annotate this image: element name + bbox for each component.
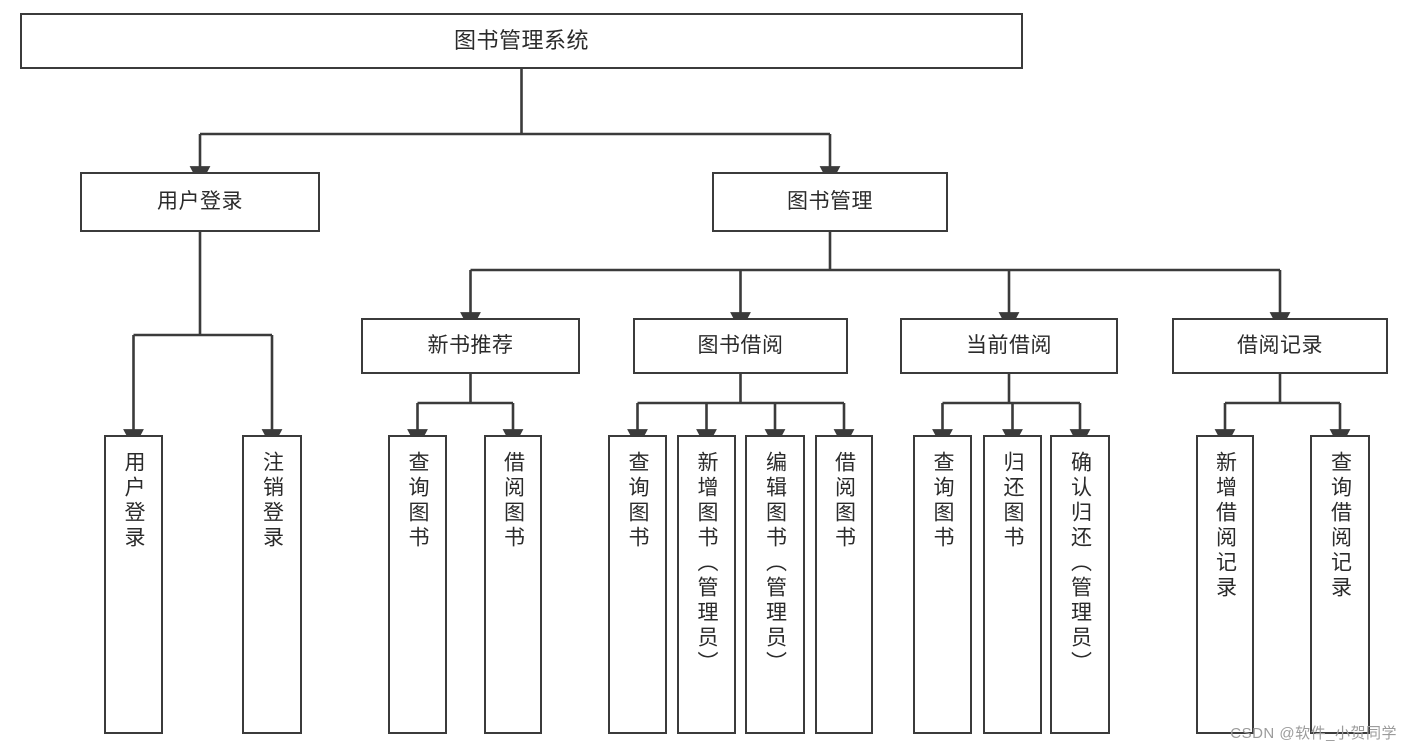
node-label-leaf-query-borrow-record: 查询借阅记录: [1328, 451, 1352, 601]
node-leaf-confirm-return-admin[interactable]: 确认归还（管理员）: [1050, 435, 1110, 734]
node-label-user-login: 用户登录: [157, 190, 243, 214]
node-book-manage[interactable]: 图书管理: [712, 172, 948, 232]
node-leaf-user-login[interactable]: 用户登录: [104, 435, 163, 734]
node-leaf-query-book-recommend[interactable]: 查询图书: [388, 435, 447, 734]
node-label-leaf-query-book-current: 查询图书: [931, 451, 954, 551]
node-label-leaf-edit-book-admin: 编辑图书（管理员）: [763, 451, 787, 676]
node-label-borrow-record: 借阅记录: [1237, 334, 1323, 358]
node-leaf-query-borrow-record[interactable]: 查询借阅记录: [1310, 435, 1370, 734]
node-leaf-borrow-book-recommend[interactable]: 借阅图书: [484, 435, 542, 734]
node-label-new-book-recommend: 新书推荐: [427, 334, 514, 358]
node-book-borrow[interactable]: 图书借阅: [633, 318, 848, 374]
node-leaf-edit-book-admin[interactable]: 编辑图书（管理员）: [745, 435, 805, 734]
node-leaf-add-borrow-record[interactable]: 新增借阅记录: [1196, 435, 1254, 734]
node-root[interactable]: 图书管理系统: [20, 13, 1023, 69]
node-new-book-recommend[interactable]: 新书推荐: [361, 318, 580, 374]
node-label-leaf-logout: 注销登录: [260, 451, 284, 551]
node-leaf-add-book-admin[interactable]: 新增图书（管理员）: [677, 435, 736, 734]
node-leaf-logout[interactable]: 注销登录: [242, 435, 302, 734]
node-current-borrow[interactable]: 当前借阅: [900, 318, 1118, 374]
node-label-leaf-query-book-recommend: 查询图书: [406, 451, 429, 551]
node-borrow-record[interactable]: 借阅记录: [1172, 318, 1388, 374]
node-label-book-manage: 图书管理: [787, 190, 873, 214]
node-label-leaf-confirm-return-admin: 确认归还（管理员）: [1068, 451, 1092, 676]
node-label-leaf-add-book-admin: 新增图书（管理员）: [695, 451, 718, 676]
node-label-leaf-borrow-book: 借阅图书: [832, 451, 856, 551]
node-leaf-query-book-borrow[interactable]: 查询图书: [608, 435, 667, 734]
node-label-current-borrow: 当前借阅: [966, 334, 1052, 358]
node-leaf-borrow-book[interactable]: 借阅图书: [815, 435, 873, 734]
node-label-root: 图书管理系统: [453, 27, 589, 53]
node-user-login[interactable]: 用户登录: [80, 172, 320, 232]
node-leaf-query-book-current[interactable]: 查询图书: [913, 435, 972, 734]
node-label-leaf-borrow-book-recommend: 借阅图书: [501, 451, 525, 551]
csdn-watermark: CSDN @软件_小贺同学: [1230, 725, 1397, 742]
node-label-book-borrow: 图书借阅: [697, 334, 784, 358]
node-label-leaf-query-book-borrow: 查询图书: [626, 451, 649, 551]
node-label-leaf-add-borrow-record: 新增借阅记录: [1213, 451, 1237, 601]
node-leaf-return-book[interactable]: 归还图书: [983, 435, 1042, 734]
node-label-leaf-return-book: 归还图书: [1001, 451, 1024, 551]
node-label-leaf-user-login: 用户登录: [122, 451, 145, 551]
